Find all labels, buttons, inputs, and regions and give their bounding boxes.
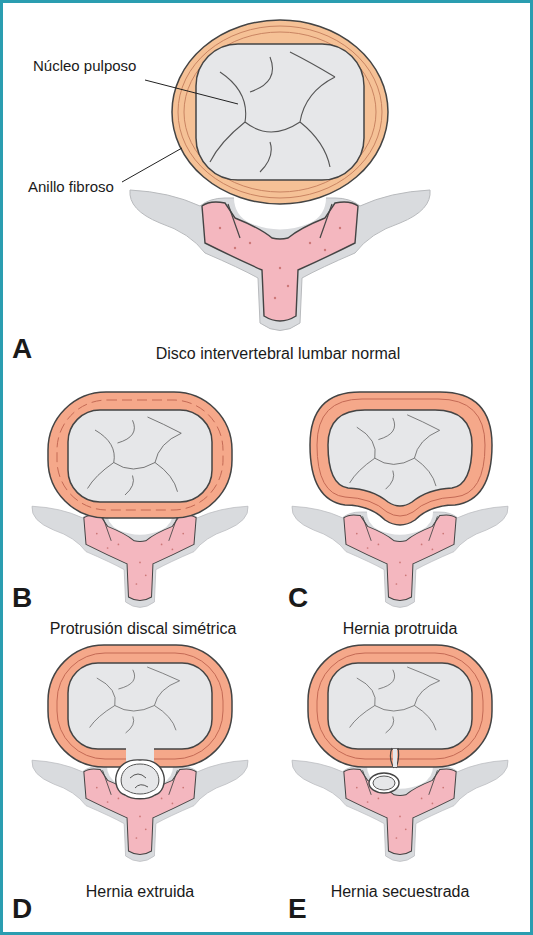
vertebra: [130, 188, 430, 331]
annulus: [48, 392, 232, 518]
annulus-tear: [390, 748, 398, 768]
part-label: Anillo fibroso: [28, 178, 114, 195]
vertebra: [32, 505, 248, 608]
annulus: [310, 392, 492, 525]
normal-disc: [130, 20, 430, 331]
annulus-ring: [57, 400, 223, 510]
nucleus: [68, 410, 212, 502]
annulus-ring: [317, 399, 485, 516]
leader-line: [122, 148, 182, 182]
nucleus: [328, 410, 472, 506]
panel-caption: Disco intervertebral lumbar normal: [156, 345, 401, 363]
annulus-ring: [178, 26, 382, 198]
panel-letter: B: [12, 582, 32, 614]
annulus-ring: [317, 653, 483, 759]
panel-letter: C: [288, 582, 308, 614]
sequestered-fragment: [373, 776, 395, 790]
vertebra: [292, 759, 508, 862]
annulus-ring: [184, 32, 376, 192]
extruded-hernia: [32, 645, 248, 861]
nucleus-texture: [350, 415, 440, 489]
annulus-ring: [57, 653, 223, 759]
panel-letter: E: [288, 893, 307, 925]
nucleus: [328, 663, 472, 749]
nucleus-texture: [350, 667, 440, 733]
panel-caption: Hernia secuestrada: [331, 883, 470, 901]
extruded-nucleus: [121, 764, 159, 794]
nucleus-texture: [130, 774, 148, 788]
panel-caption: Hernia protruida: [343, 620, 458, 638]
panel-letter: A: [12, 333, 32, 365]
sequestered-hernia: [292, 645, 508, 861]
annulus: [308, 645, 492, 767]
extruded-nucleus: [116, 760, 165, 799]
symmetric-bulge: [32, 392, 248, 607]
annulus: [172, 20, 388, 204]
leader-line: [145, 80, 238, 104]
panel-caption: Hernia extruida: [86, 883, 195, 901]
nucleus-texture: [88, 417, 182, 495]
nucleus-texture: [90, 667, 180, 733]
panel-caption: Protrusión discal simétrica: [50, 620, 237, 638]
part-label: Núcleo pulposo: [33, 57, 136, 74]
vertebra: [32, 759, 248, 862]
panel-letter: D: [12, 893, 32, 925]
sequestered-fragment: [369, 773, 399, 793]
nucleus: [196, 44, 364, 180]
nucleus: [68, 663, 212, 749]
annulus-tear: [393, 749, 397, 767]
protruded-hernia: [292, 392, 508, 607]
nucleus-texture: [210, 52, 335, 172]
